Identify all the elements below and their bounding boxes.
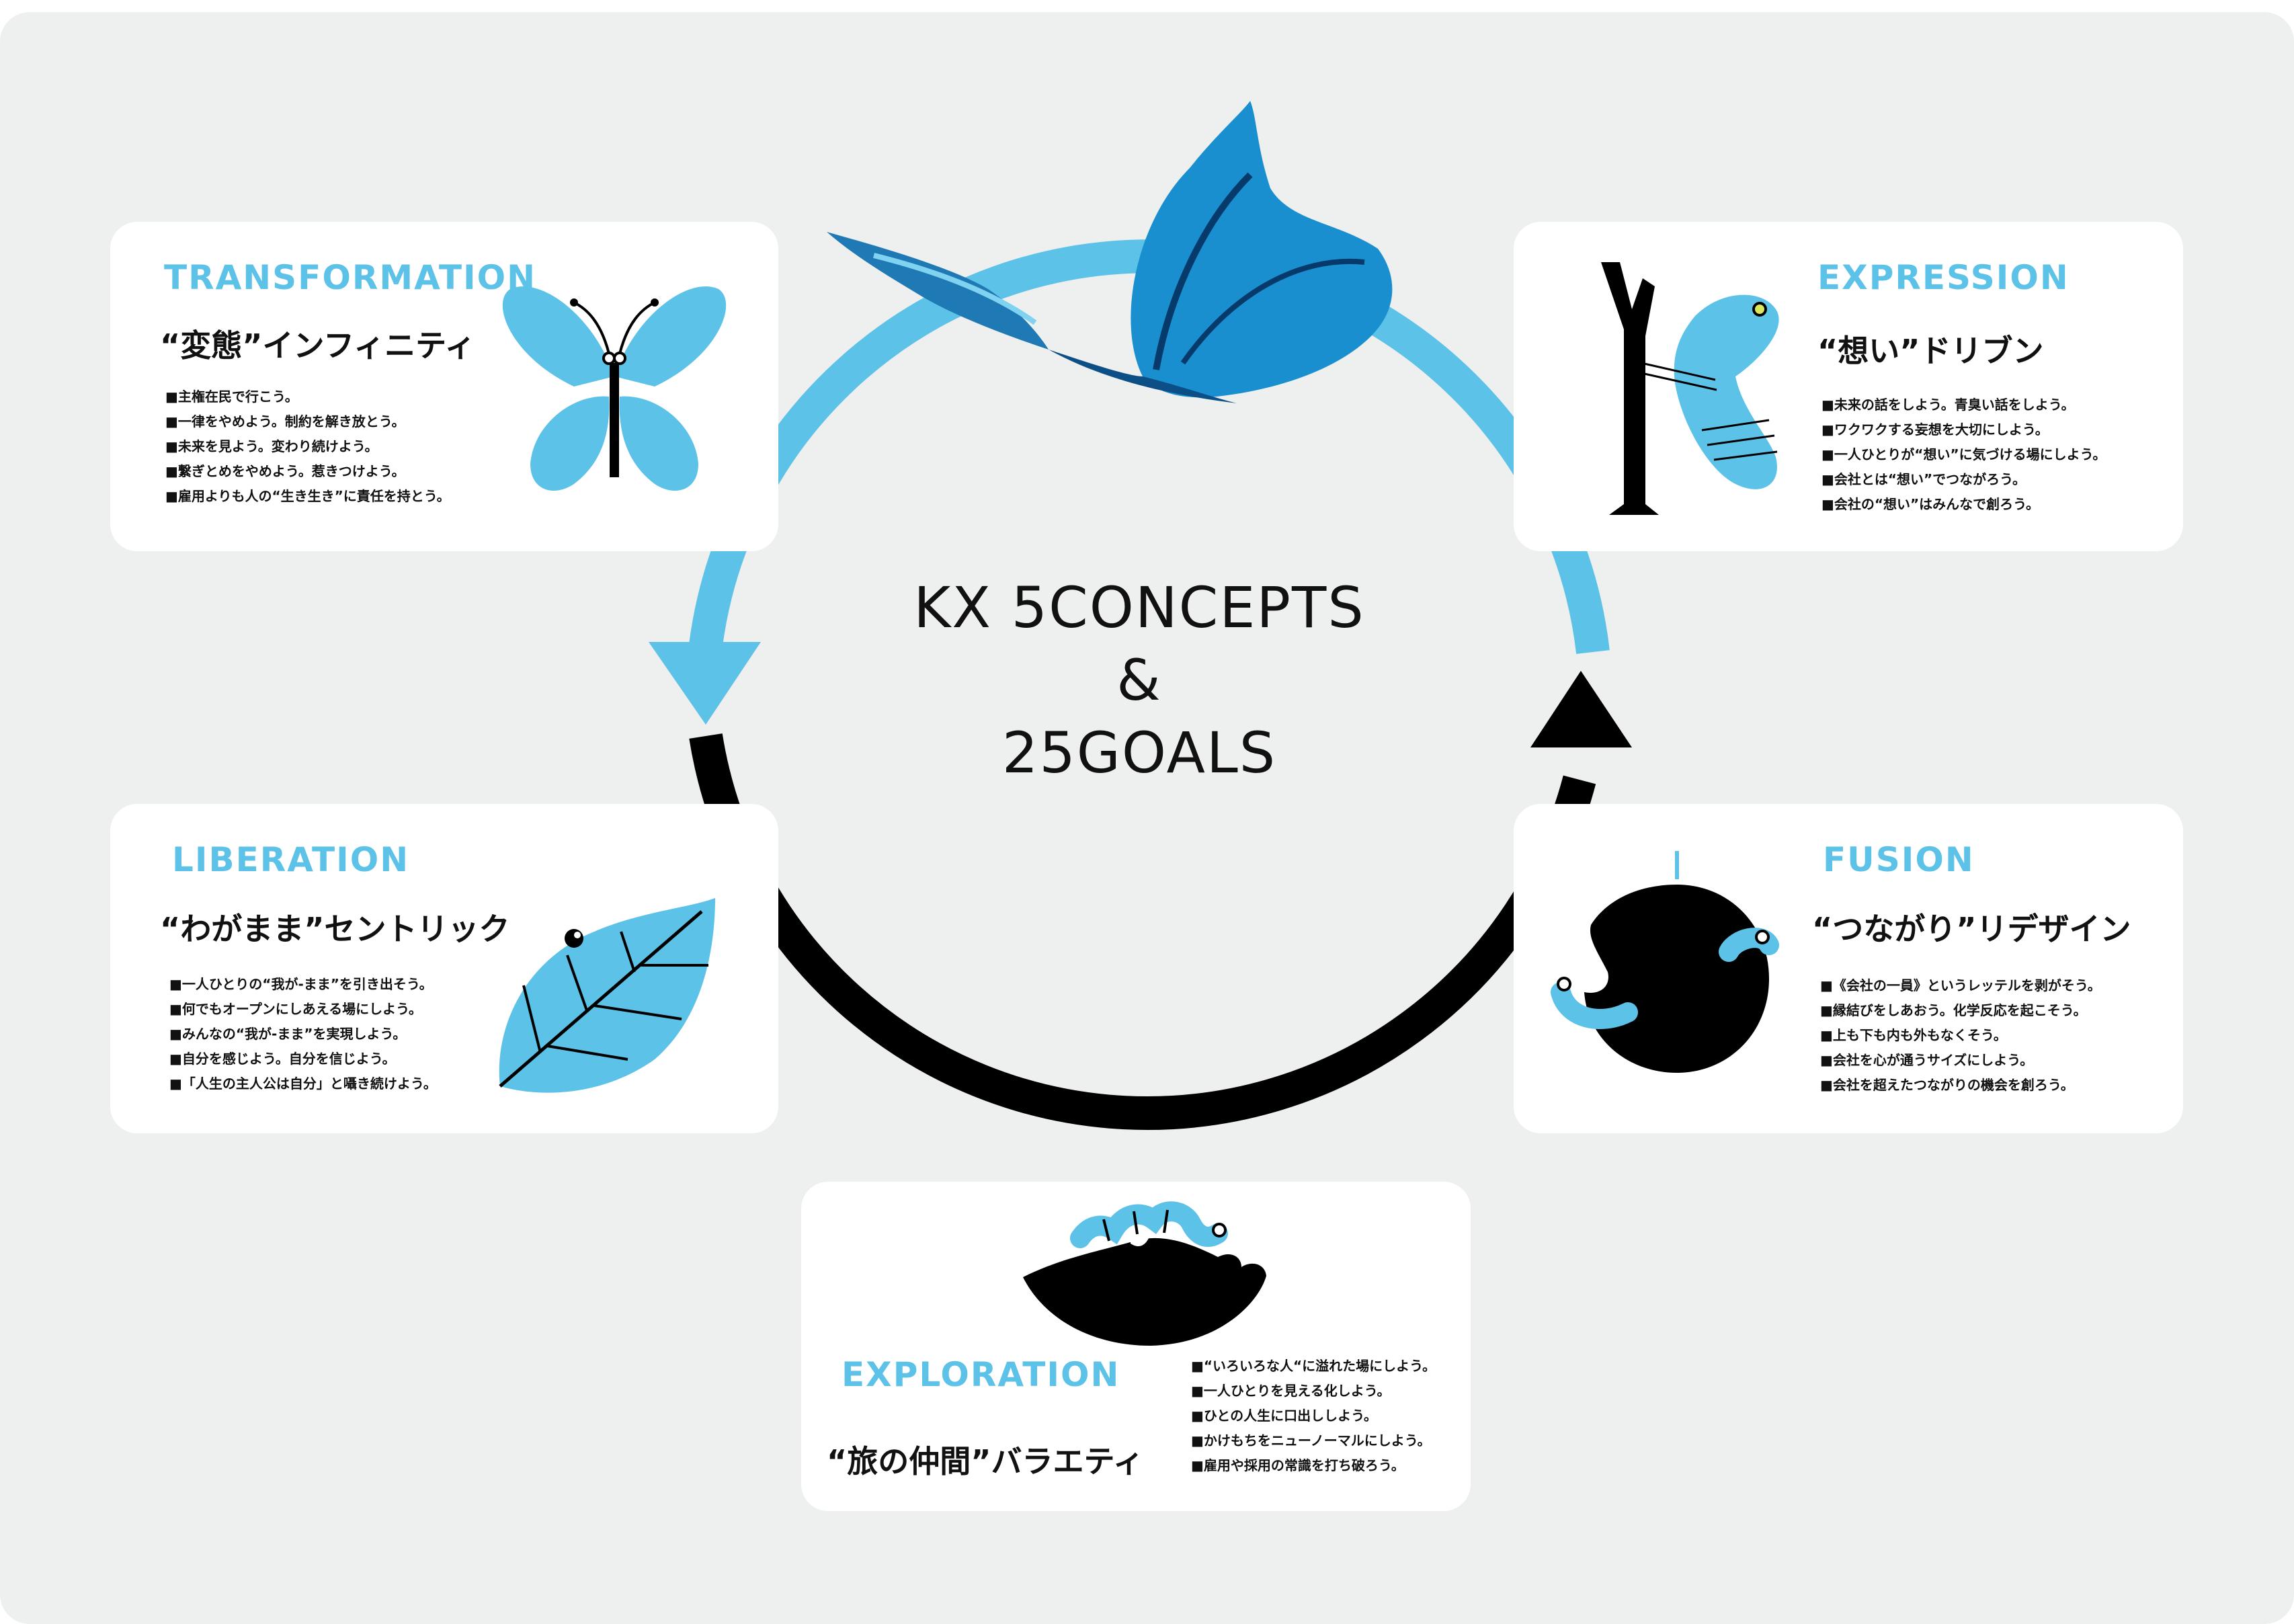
goal-item: ■一人ひとりの“我が-まま”を引き出そう。 [169,976,433,992]
goal-item: ■縁結びをしあおう。化学反応を起こそう。 [1820,1002,2087,1018]
goal-item: ■上も下も内も外もなくそう。 [1820,1027,2007,1043]
center-title-line3: 25GOALS [1001,720,1277,786]
card-subtitle: “つながり”リデザイン [1812,911,2131,947]
goal-item: ■一律をやめよう。制約を解き放とう。 [165,413,405,430]
card-expression: EXPRESSION “想い”ドリブン ■未来の話をしよう。青臭い話をしよう。 … [1514,222,2183,551]
card-title: FUSION [1823,840,1975,879]
goal-item: ■雇用よりも人の“生き生き”に責任を持とう。 [165,488,450,504]
card-title: LIBERATION [172,840,410,879]
goal-item: ■「人生の主人公は自分」と囁き続けよう。 [169,1075,437,1092]
goal-item: ■一人ひとりを見える化しよう。 [1191,1383,1391,1399]
goal-item: ■かけもちをニューノーマルにしよう。 [1191,1432,1431,1449]
goal-item: ■会社を超えたつながりの機会を創ろう。 [1820,1077,2074,1093]
goal-item: ■“いろいろな人“に溢れた場にしよう。 [1191,1358,1436,1374]
goal-item: ■主権在民で行こう。 [165,389,298,405]
up-arrow-head [1530,671,1632,747]
butterfly-icon [502,286,727,491]
blue-butterfly-photo [827,101,1393,403]
goal-item: ■ワクワクする妄想を大切にしよう。 [1821,421,2049,438]
goal-item: ■会社の“想い”はみんなで創ろう。 [1821,496,2039,512]
center-title-line2: & [1116,647,1162,713]
card-subtitle: “わがまま”セントリック [160,911,510,947]
goal-item: ■自分を感じよう。自分を信じよう。 [169,1051,396,1067]
goal-item: ■《会社の一員》というレッテルを剥がそう。 [1820,977,2101,993]
card-title: EXPRESSION [1817,258,2070,297]
goal-list: ■《会社の一員》というレッテルを剥がそう。 ■縁結びをしあおう。化学反応を起こそ… [1820,973,2101,1098]
caterpillar-on-fruit-icon [1023,1201,1266,1346]
card-title: TRANSFORMATION [164,258,536,297]
down-arrow-head [649,642,761,725]
goal-item: ■何でもオープンにしあえる場にしよう。 [169,1001,422,1017]
card-subtitle: “想い”ドリブン [1817,333,2044,369]
goal-item: ■会社を心が通うサイズにしよう。 [1820,1052,2034,1068]
card-title: EXPLORATION [842,1355,1120,1394]
goal-item: ■繋ぎとめをやめよう。惹きつけよう。 [165,463,405,479]
card-exploration: EXPLORATION “旅の仲間”バラエティ ■“いろいろな人“に溢れた場にし… [801,1182,1471,1511]
card-subtitle: “旅の仲間”バラエティ [827,1443,1144,1479]
bitten-apple-worms-icon [1551,851,1779,1073]
goal-item: ■みんなの“我が-まま”を実現しよう。 [169,1026,407,1042]
goal-item: ■雇用や採用の常識を打ち破ろう。 [1191,1457,1405,1473]
branch-cocoon-icon [1601,262,1779,515]
lower-cycle-arc [689,733,1596,1131]
card-subtitle: “変態”インフィニティ [160,327,476,364]
goal-list: ■未来の話をしよう。青臭い話をしよう。 ■ワクワクする妄想を大切にしよう。 ■一… [1821,393,2106,517]
goal-item: ■会社とは“想い”でつながろう。 [1821,471,2026,487]
goal-list: ■一人ひとりの“我が-まま”を引き出そう。 ■何でもオープンにしあえる場にしよう… [169,972,437,1096]
goal-item: ■未来の話をしよう。青臭い話をしよう。 [1821,397,2075,413]
card-liberation: LIBERATION “わがまま”セントリック ■一人ひとりの“我が-まま”を引… [110,804,778,1133]
goal-item: ■ひとの人生に口出ししよう。 [1191,1408,1377,1424]
card-fusion: FUSION “つながり”リデザイン ■《会社の一員》というレッテルを剥がそう。… [1514,804,2183,1133]
center-title: KX 5CONCEPTS & 25GOALS [807,571,1472,789]
leaf-icon [499,898,715,1093]
goal-list: ■主権在民で行こう。 ■一律をやめよう。制約を解き放とう。 ■未来を見よう。変わ… [165,384,450,509]
center-title-line1: KX 5CONCEPTS [913,575,1365,641]
goal-item: ■一人ひとりが“想い”に気づける場にしよう。 [1821,446,2106,462]
goal-list: ■“いろいろな人“に溢れた場にしよう。 ■一人ひとりを見える化しよう。 ■ひとの… [1191,1354,1436,1478]
goal-item: ■未来を見よう。変わり続けよう。 [165,438,378,454]
card-transformation: TRANSFORMATION “変態”インフィニティ ■主権在民で行こう。 ■一… [110,222,778,551]
